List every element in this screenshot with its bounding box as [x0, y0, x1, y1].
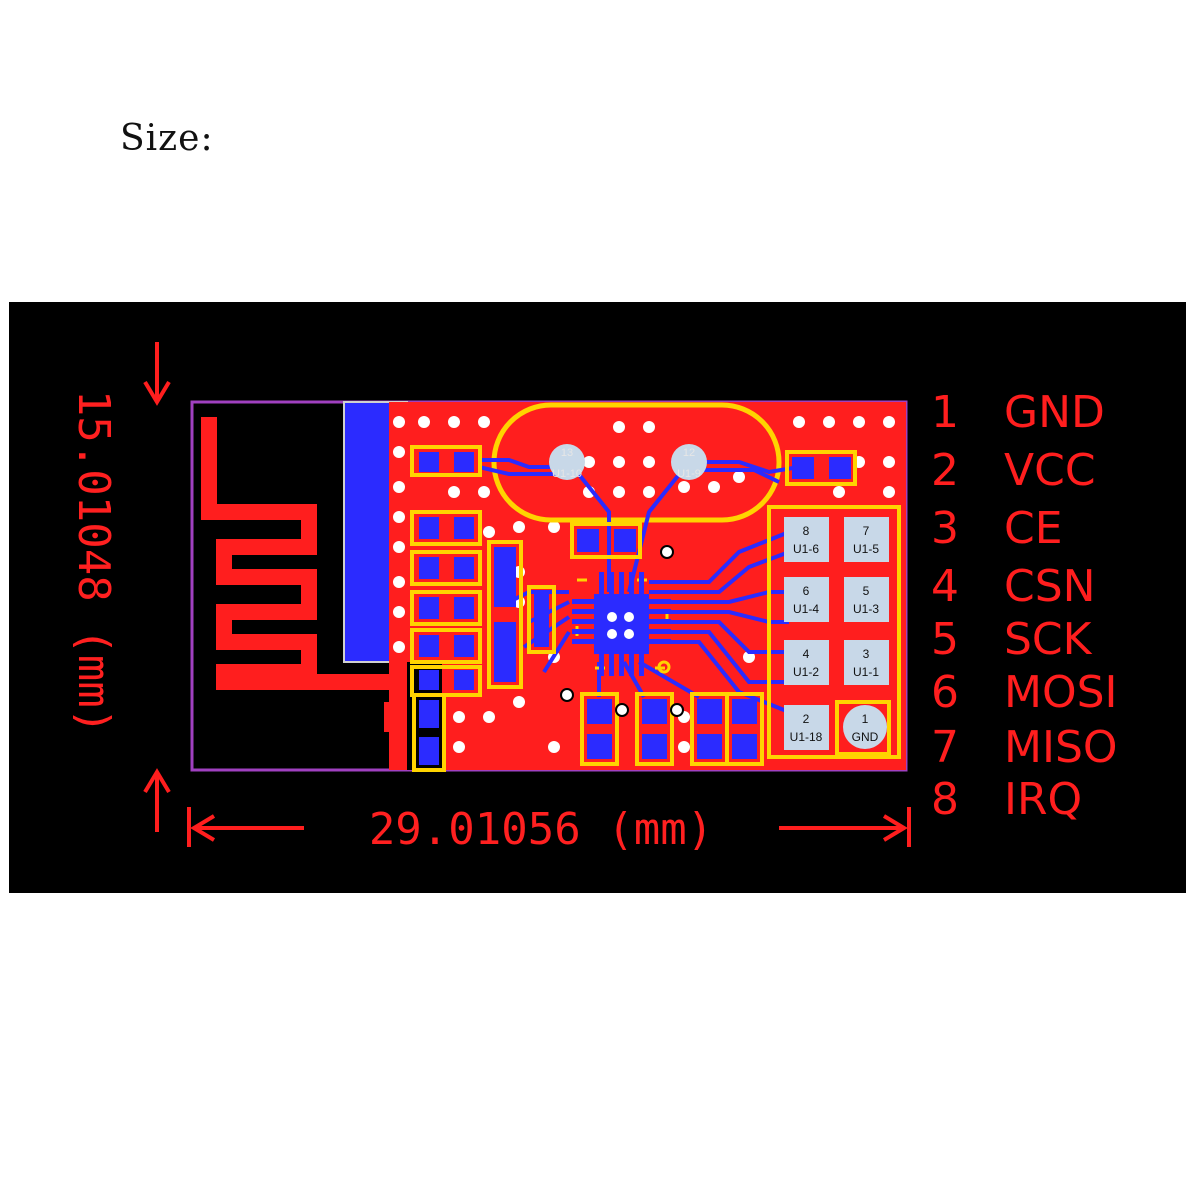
pin-legend: 1 GND 2 VCC 3 CE 4 CSN 5 SCK 6 MOSI 7 MI…: [931, 387, 1118, 825]
crystal-pad-13-number: 13: [561, 447, 573, 459]
page-heading: Size:: [120, 118, 214, 159]
pin-1-name: GND: [1004, 387, 1105, 438]
ic-pin1-marker: [657, 660, 671, 674]
header-pad-1-number: 1: [862, 712, 869, 726]
ground-strip: [344, 402, 389, 662]
header-pad-7-ref: U1-5: [853, 542, 879, 556]
pin-1-number: 1: [931, 387, 959, 438]
pin-4-number: 4: [931, 561, 959, 612]
width-dimension-label: 29.01056 (mm): [369, 804, 713, 855]
via-grid: [393, 416, 895, 753]
pin-3-number: 3: [931, 503, 959, 554]
pin-2-name: VCC: [1004, 445, 1096, 496]
header-pads: [784, 517, 889, 750]
pin-8-number: 8: [931, 774, 959, 825]
header-pad-6-number: 6: [803, 584, 810, 598]
component-outlines: [410, 445, 857, 772]
header-pad-3-ref: U1-1: [853, 665, 879, 679]
crystal-pad-12: [671, 444, 707, 480]
crystal-outline: [491, 402, 782, 523]
pin-4-name: CSN: [1004, 561, 1096, 612]
pin-6-name: MOSI: [1004, 667, 1118, 718]
crystal-pad-13: [549, 444, 585, 480]
height-dimension-arrows: [143, 342, 171, 832]
header-pad-7-number: 7: [863, 524, 870, 538]
header-pad-4-number: 4: [803, 647, 810, 661]
header-pad-6-ref: U1-4: [793, 602, 819, 616]
pcb-diagram-panel: 13 U1-10 12 U1-9: [9, 302, 1186, 893]
header-pad-6: [784, 577, 829, 622]
pin-2-number: 2: [931, 445, 959, 496]
antenna-pad: [384, 702, 404, 732]
pin-5-name: SCK: [1004, 614, 1093, 665]
pin-5-number: 5: [931, 614, 959, 665]
ic-pins: [572, 572, 671, 676]
crystal-pad-12-ref: U1-9: [677, 468, 701, 480]
header-pad-8-number: 8: [803, 524, 810, 538]
header-pad-7: [844, 517, 889, 562]
height-dimension-label: 15.01048 (mm): [68, 390, 119, 734]
header-pad-1-ref: GND: [852, 730, 879, 744]
pcb-antenna-trace: [201, 417, 409, 690]
ic-thermal-pad: [594, 594, 649, 654]
component-pads: [419, 452, 851, 765]
header-pad-8: [784, 517, 829, 562]
header-pad-5: [844, 577, 889, 622]
header-pad-3: [844, 640, 889, 685]
header-pin1-marker: [835, 700, 891, 756]
header-pad-4-ref: U1-2: [793, 665, 819, 679]
test-points: [560, 545, 684, 717]
pin-6-number: 6: [931, 667, 959, 718]
header-block-outline: [767, 505, 901, 759]
header-pad-2: [784, 705, 829, 750]
header-pad-4: [784, 640, 829, 685]
pin-7-number: 7: [931, 722, 959, 773]
header-pad-labels: 8 U1-6 7 U1-5 6 U1-4 5 U1-3 4 U1-2 3 U1-…: [790, 524, 880, 744]
header-pad-1: [843, 705, 887, 749]
header-pad-2-ref: U1-18: [790, 730, 823, 744]
crystal-pad-13-ref: U1-10: [552, 468, 582, 480]
pin-3-name: CE: [1004, 503, 1063, 554]
pcb-diagram: 13 U1-10 12 U1-9: [68, 342, 1118, 855]
crystal-pad-12-number: 12: [683, 447, 695, 459]
header-pad-5-ref: U1-3: [853, 602, 879, 616]
pin-7-name: MISO: [1004, 722, 1118, 773]
pin-8-name: IRQ: [1004, 774, 1082, 825]
ic-center-vias: [607, 612, 634, 639]
header-pad-2-number: 2: [803, 712, 810, 726]
header-pad-5-number: 5: [863, 584, 870, 598]
width-dimension-arrows: [187, 807, 911, 847]
header-pad-8-ref: U1-6: [793, 542, 819, 556]
header-pad-3-number: 3: [863, 647, 870, 661]
